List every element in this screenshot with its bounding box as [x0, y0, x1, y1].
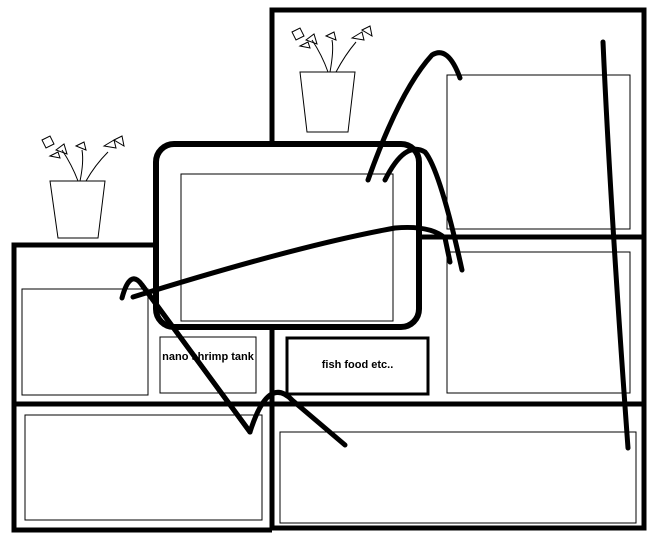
panel	[446, 251, 631, 394]
fish-food-box	[285, 336, 430, 396]
scribble-over-label	[139, 282, 253, 435]
nano-tank-box	[159, 336, 257, 394]
plant-right	[291, 25, 373, 133]
aquarium-inner	[180, 173, 394, 322]
nano-tank-label: nano shrimp tank	[162, 351, 254, 363]
fish-food-label: fish food etc..	[321, 359, 394, 371]
panel	[21, 288, 149, 396]
panel	[446, 74, 631, 230]
low-cabinet-frame	[11, 242, 272, 533]
plant-left	[41, 135, 125, 239]
panel	[279, 431, 637, 524]
panel	[24, 414, 263, 521]
aquarium	[153, 141, 422, 330]
